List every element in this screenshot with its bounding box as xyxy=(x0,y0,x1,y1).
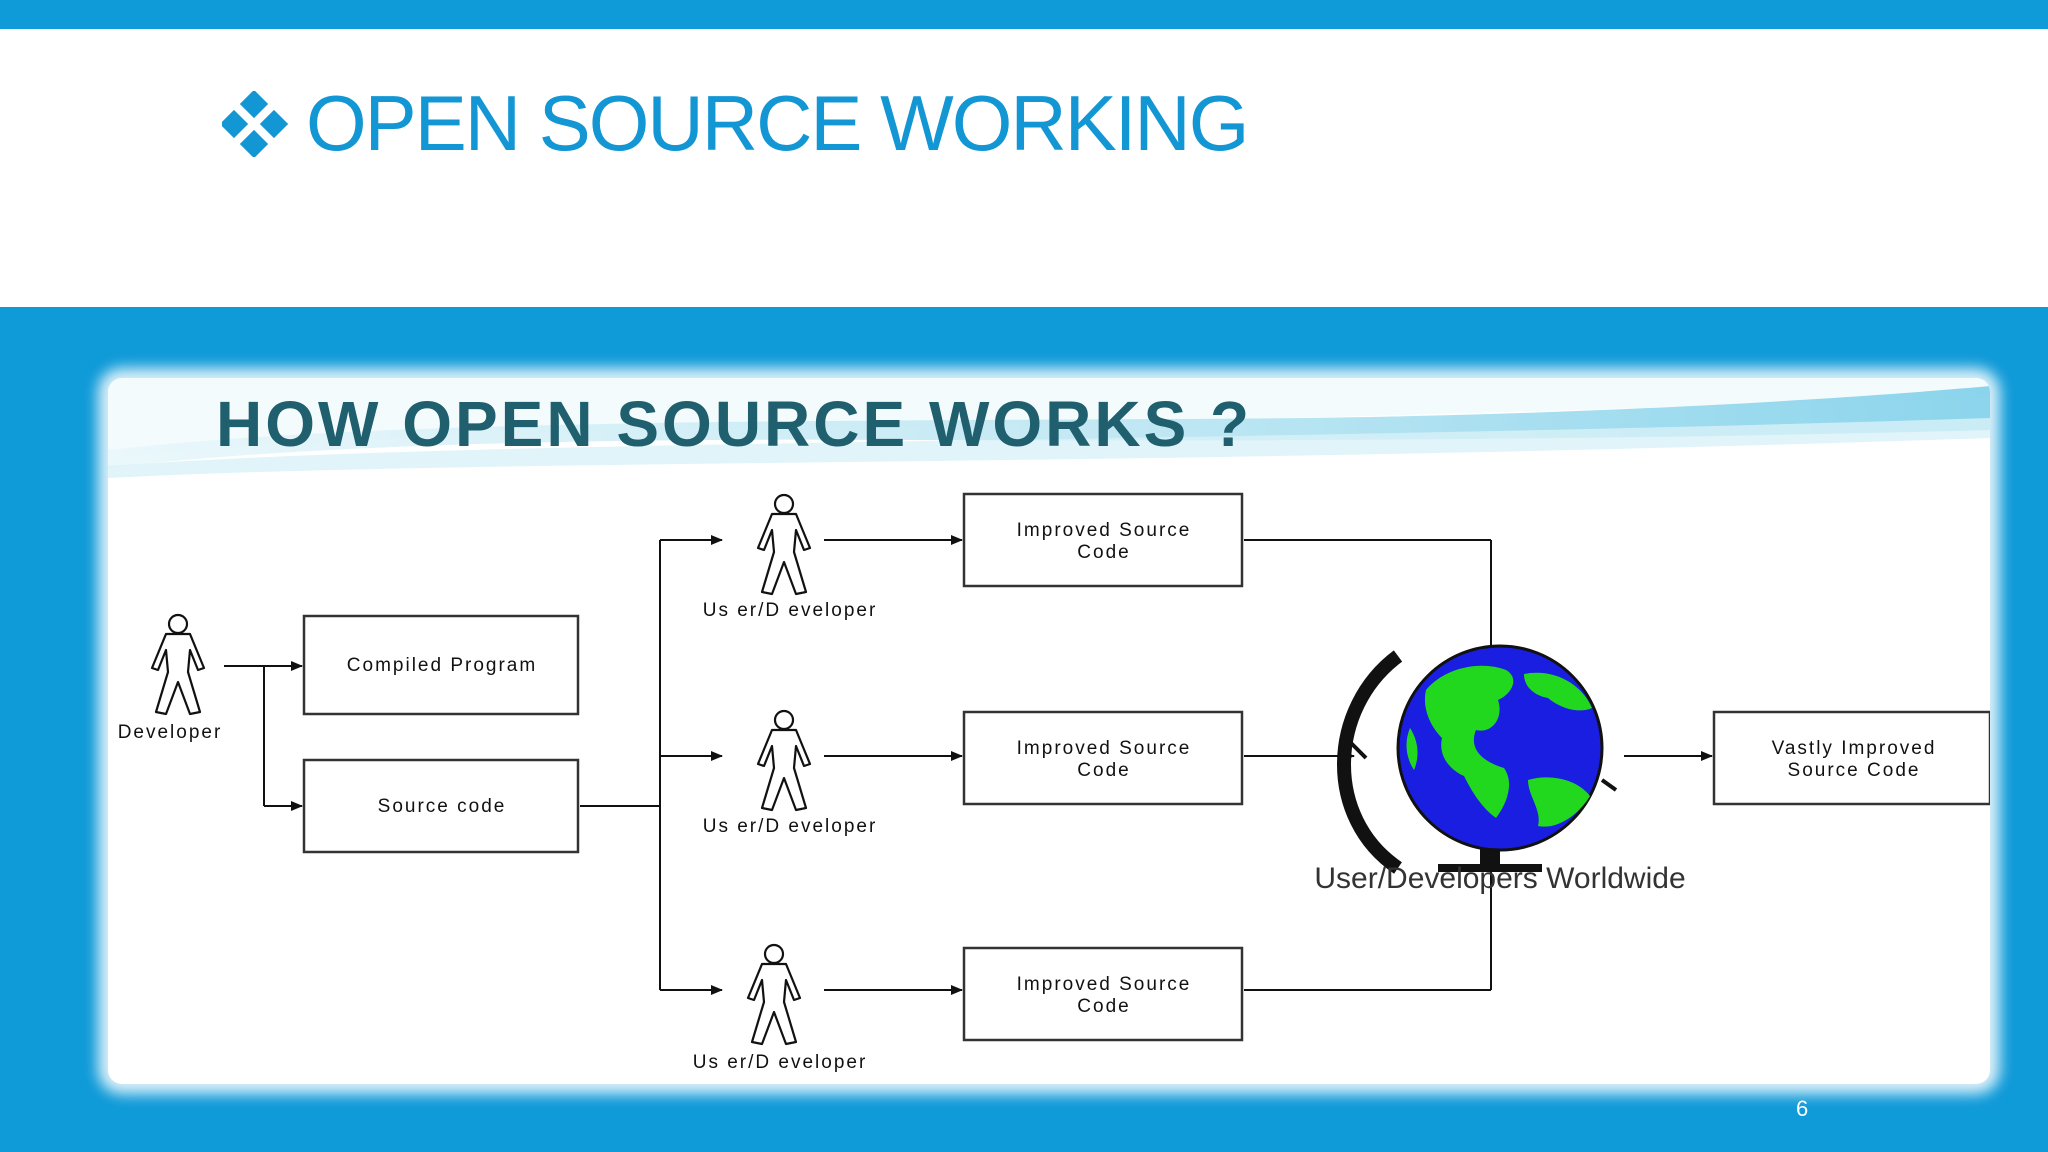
compiled-program-box xyxy=(302,614,580,716)
vastly-line1: Vastly Improved xyxy=(1772,738,1937,759)
open-source-flow-diagram: HOW OPEN SOURCE WORKS ? xyxy=(108,378,1990,1073)
improved-box-1 xyxy=(962,492,1244,588)
improved-3-line2: Code xyxy=(1077,996,1130,1017)
improved-box-2 xyxy=(962,710,1244,806)
top-accent-strip xyxy=(0,0,2048,29)
improved-1-line2: Code xyxy=(1077,542,1130,563)
slide-title: OPEN SOURCE WORKING xyxy=(306,79,1249,167)
globe-icon xyxy=(1337,644,1618,874)
title-band xyxy=(0,29,2048,307)
user-developer-2-person-icon xyxy=(756,709,812,812)
improved-1-line1: Improved Source xyxy=(1017,520,1192,541)
improved-2-line1: Improved Source xyxy=(1017,738,1192,759)
person-figures xyxy=(150,493,812,1046)
compiled-program-label: Compiled Program xyxy=(347,655,537,676)
slide-title-row: OPEN SOURCE WORKING xyxy=(222,78,1249,169)
user-developer-2-label: Us er/D eveloper xyxy=(703,816,878,837)
improved-3-line1: Improved Source xyxy=(1017,974,1192,995)
boxes xyxy=(302,492,1990,1042)
header-wave xyxy=(108,378,1990,478)
diamond-bullet-icon xyxy=(222,90,288,157)
user-developer-1-person-icon xyxy=(756,493,812,596)
connectors xyxy=(224,535,1713,995)
vastly-improved-box xyxy=(1712,710,1990,806)
user-developer-3-person-icon xyxy=(746,943,802,1046)
diagram-picture: HOW OPEN SOURCE WORKS ? xyxy=(108,378,1990,1084)
worldwide-label: User/Developers Worldwide xyxy=(1314,862,1685,895)
page-number: 6 xyxy=(1796,1096,1809,1121)
vastly-line2: Source Code xyxy=(1788,760,1921,781)
developer-person-icon xyxy=(150,613,206,716)
user-developer-3-label: Us er/D eveloper xyxy=(693,1052,868,1073)
source-code-label: Source code xyxy=(378,796,507,817)
improved-box-3 xyxy=(962,946,1244,1042)
diagram-heading: HOW OPEN SOURCE WORKS ? xyxy=(216,388,1252,460)
developer-label: Developer xyxy=(118,722,223,743)
source-code-box xyxy=(302,758,580,854)
user-developer-1-label: Us er/D eveloper xyxy=(703,600,878,621)
improved-2-line2: Code xyxy=(1077,760,1130,781)
